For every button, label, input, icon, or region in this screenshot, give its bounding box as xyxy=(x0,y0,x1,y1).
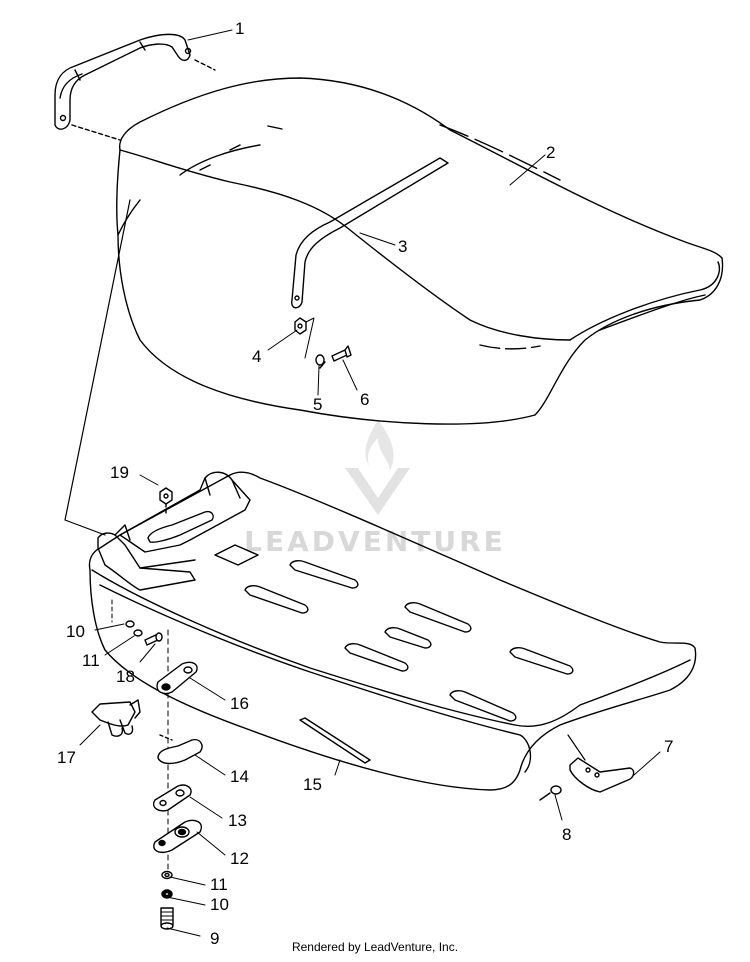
callout-12: 12 xyxy=(230,849,249,868)
callout-10-bottom: 10 xyxy=(210,895,229,914)
v-logo-icon xyxy=(345,468,410,515)
hardware-4-5-6 xyxy=(294,317,352,369)
strip-part xyxy=(299,717,371,764)
seat-base-part xyxy=(88,471,697,791)
flame-logo-icon xyxy=(365,420,394,470)
leader-lines xyxy=(79,29,661,937)
seat-strap-part xyxy=(291,157,449,309)
grab-handle-part xyxy=(54,33,216,141)
seat-cushion-part xyxy=(116,77,724,425)
callout-13: 13 xyxy=(228,811,247,830)
callout-18: 18 xyxy=(116,667,135,686)
latch-hardware-stack xyxy=(91,487,203,930)
callout-19: 19 xyxy=(110,463,129,482)
callout-16: 16 xyxy=(230,694,249,713)
callout-10-top: 10 xyxy=(66,622,85,641)
callout-8: 8 xyxy=(562,825,571,844)
callout-11-bottom: 11 xyxy=(210,875,228,894)
callout-9: 9 xyxy=(210,929,219,948)
watermark-text: LEADVENTURE xyxy=(244,525,506,558)
screw-8-part xyxy=(539,785,562,801)
watermark: LEADVENTURE xyxy=(244,420,506,558)
callout-14: 14 xyxy=(230,767,249,786)
callout-3: 3 xyxy=(398,237,407,256)
callout-15: 15 xyxy=(303,775,322,794)
bracket-7-part xyxy=(567,734,635,793)
callout-2: 2 xyxy=(546,143,555,162)
footer-credit: Rendered by LeadVenture, Inc. xyxy=(291,940,459,954)
callout-4: 4 xyxy=(252,347,261,366)
callout-7: 7 xyxy=(664,737,673,756)
callout-17: 17 xyxy=(57,748,76,767)
callout-1: 1 xyxy=(235,19,244,38)
callout-labels: 1 2 3 4 5 6 7 8 9 10 11 12 13 14 15 16 1… xyxy=(57,19,673,948)
callout-11-top: 11 xyxy=(82,651,100,670)
callout-5: 5 xyxy=(313,395,322,414)
callout-6: 6 xyxy=(360,390,369,409)
